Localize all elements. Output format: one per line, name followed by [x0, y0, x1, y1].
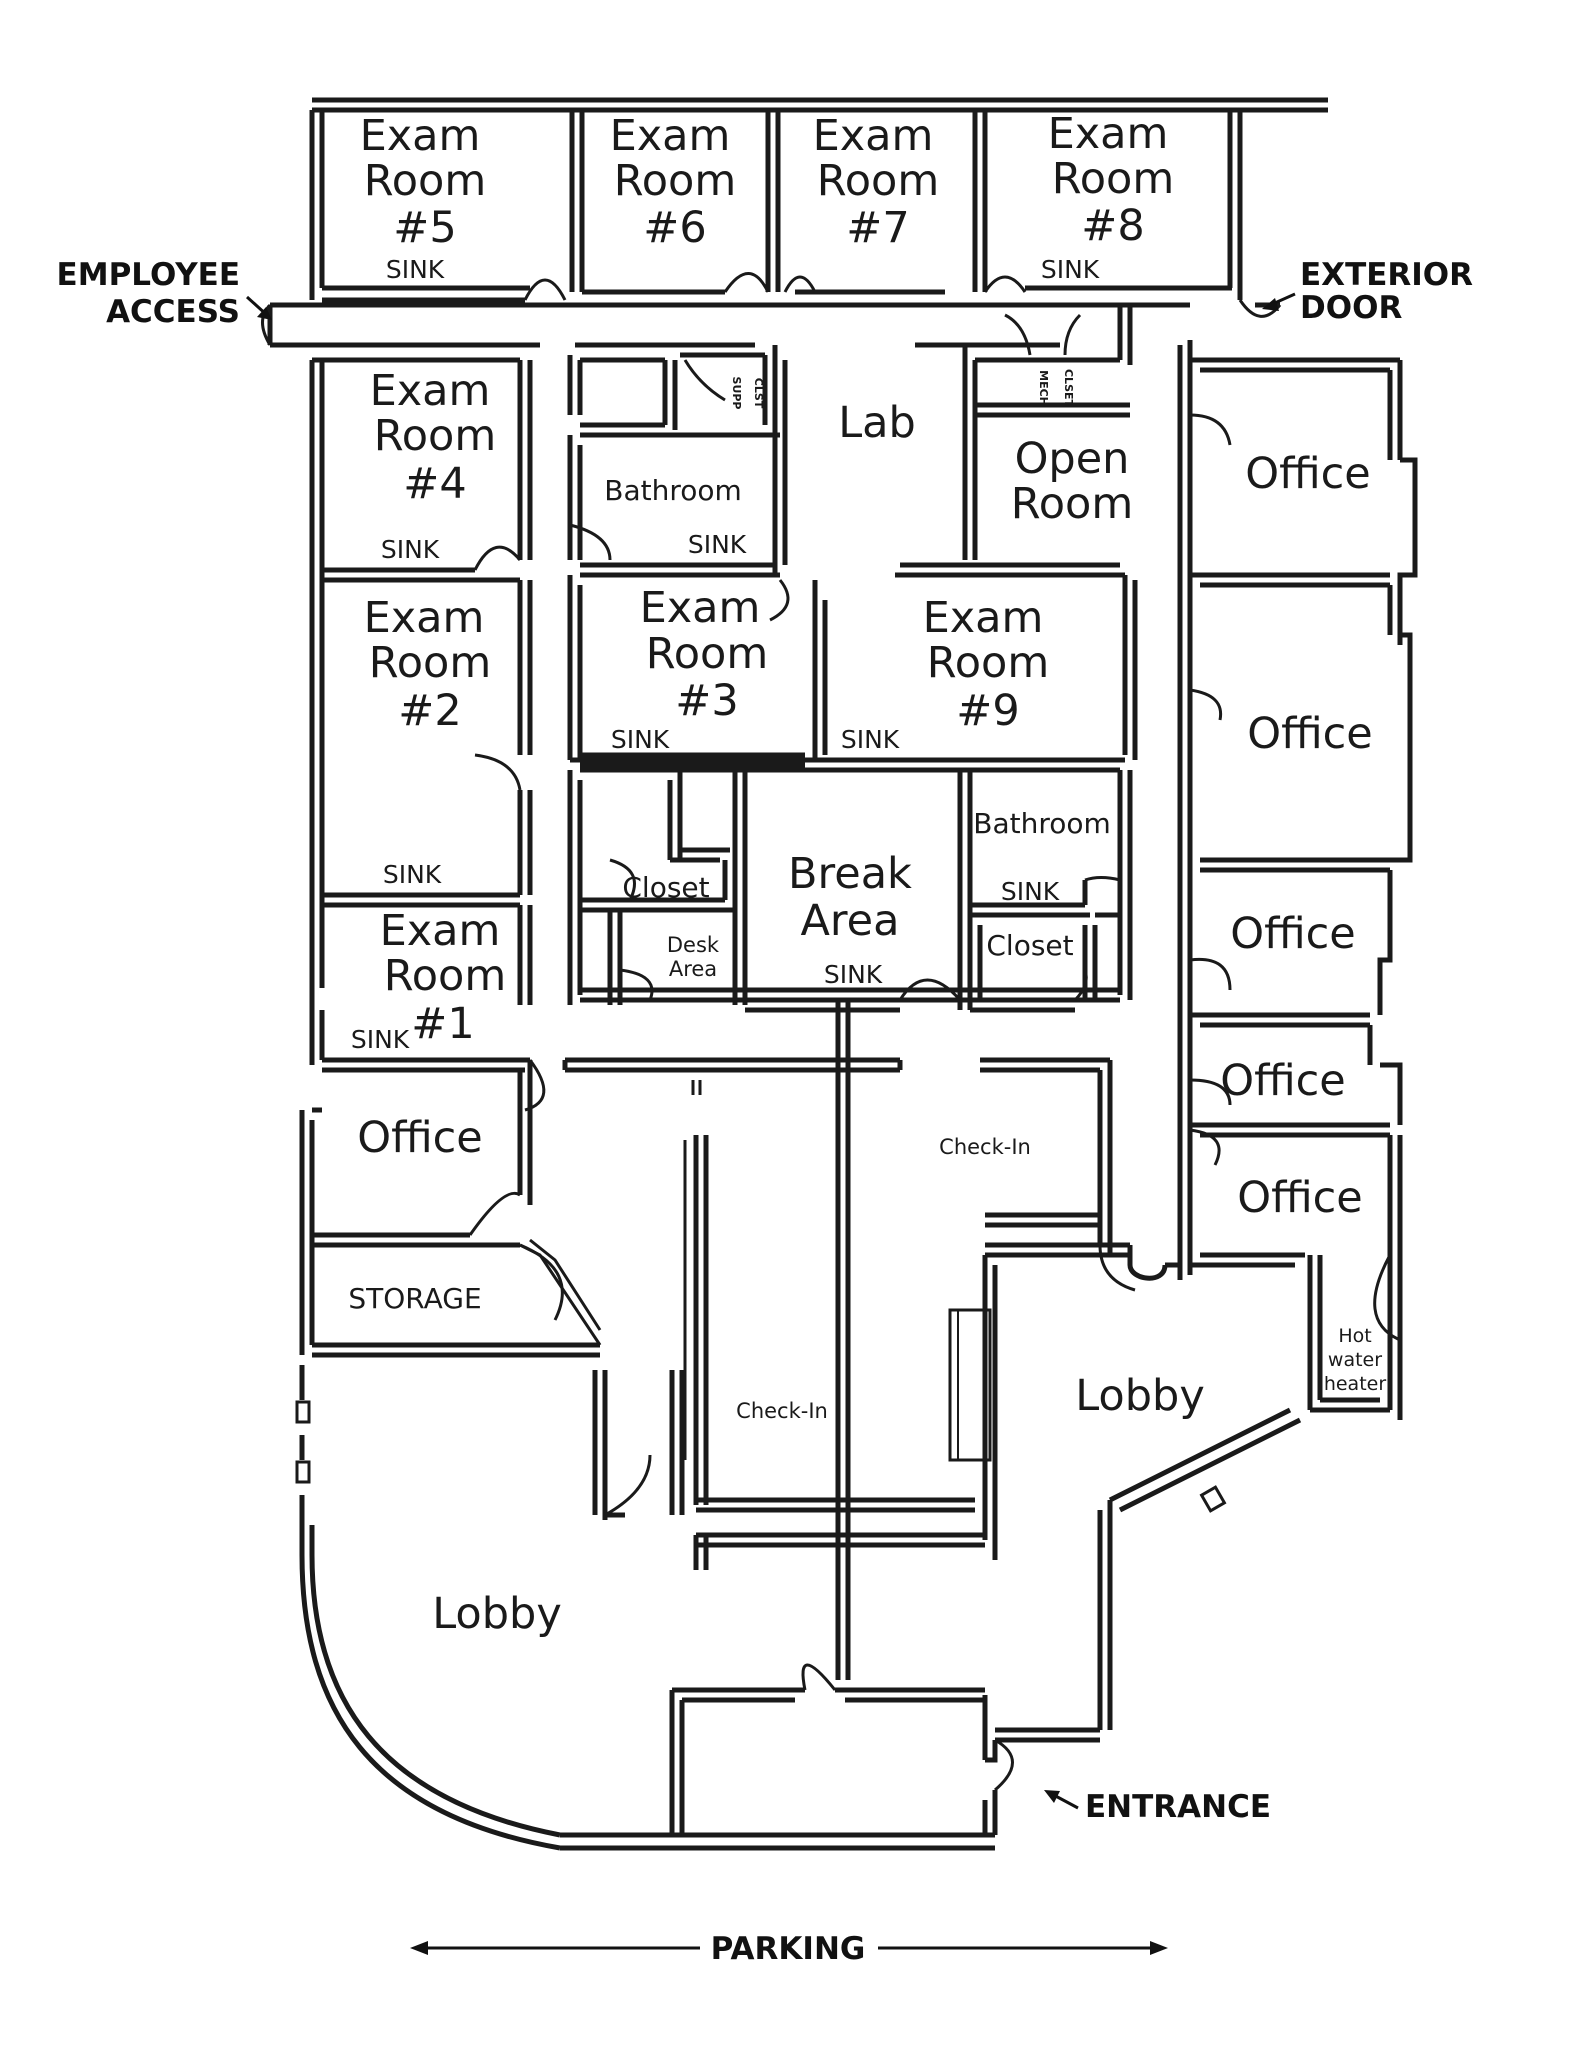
exam-room-4-label-1: Exam [370, 366, 491, 416]
employee-access-label-1: EMPLOYEE [57, 257, 240, 293]
callouts: EMPLOYEE ACCESS EXTERIOR DOOR ENTRANCE P… [57, 257, 1474, 1967]
exam-room-3-label-1: Exam [640, 583, 761, 633]
hot-water-heater-label-1: Hot [1338, 1325, 1371, 1347]
exam-room-8-label-3: #8 [1081, 201, 1144, 251]
open-room-label-2: Room [1011, 479, 1133, 529]
bathroom-upper-sink: SINK [688, 530, 747, 559]
desk-area-label-1: Desk [667, 933, 720, 957]
bathroom-upper-label: Bathroom [604, 474, 742, 507]
exam-room-1-label-2: Room [384, 951, 506, 1001]
exam-room-9-label-1: Exam [923, 593, 1044, 643]
exam-room-6-label-3: #6 [643, 203, 706, 253]
check-in-upper-label: Check-In [939, 1135, 1031, 1159]
exam-room-2-label-3: #2 [398, 686, 461, 736]
supply-closet-label-1: SUPP [730, 377, 743, 410]
fixtures [295, 1400, 1227, 1513]
exam-room-9-sink: SINK [841, 725, 900, 754]
open-room-label-1: Open [1015, 434, 1130, 484]
employee-access-label-2: ACCESS [106, 294, 240, 330]
exam-room-2-sink: SINK [383, 860, 442, 889]
exam-room-6-label-1: Exam [610, 111, 731, 161]
lobby-left-label: Lobby [432, 1589, 562, 1639]
exam-room-5-label-1: Exam [360, 111, 481, 161]
entrance-label: ENTRANCE [1085, 1789, 1271, 1825]
check-in-lower-label: Check-In [736, 1399, 828, 1423]
exam-room-3-label-2: Room [646, 629, 768, 679]
exam-room-6-label-2: Room [614, 156, 736, 206]
bathroom-lower-sink: SINK [1001, 877, 1060, 906]
room-labels: Exam Room #5 SINK Exam Room #6 Exam Room… [348, 109, 1386, 1639]
office-right-1-label: Office [1245, 449, 1371, 499]
office-right-2-label: Office [1247, 709, 1373, 759]
mech-closet-label-2: CLSET [1062, 369, 1075, 408]
door-swings [261, 272, 1401, 1792]
exam-room-9-label-2: Room [927, 638, 1049, 688]
hot-water-heater-label-3: heater [1324, 1373, 1387, 1395]
closet-left-label: Closet [622, 871, 709, 904]
exam-room-1-label-3: #1 [411, 999, 474, 1049]
exam-room-4-sink: SINK [381, 535, 440, 564]
exam-room-5-label-2: Room [364, 156, 486, 206]
exam-room-7-label-2: Room [817, 156, 939, 206]
hot-water-heater-label-2: water [1328, 1349, 1382, 1371]
exam-room-1-sink: SINK [351, 1025, 410, 1054]
office-right-3-label: Office [1230, 909, 1356, 959]
mech-closet-label-1: MECH [1037, 370, 1050, 406]
office-right-4-label: Office [1220, 1056, 1346, 1106]
desk-area-label-2: Area [669, 957, 717, 981]
break-area-label-2: Area [801, 896, 900, 946]
exam-room-8-sink: SINK [1041, 255, 1100, 284]
storage-label: STORAGE [348, 1282, 481, 1315]
break-area-sink: SINK [824, 960, 883, 989]
exam-room-3-sink: SINK [611, 725, 670, 754]
exam-room-9-label-3: #9 [956, 686, 1019, 736]
exam-room-7-label-1: Exam [813, 111, 934, 161]
supply-closet-label-2: CLST [752, 378, 765, 409]
exam-room-4-label-3: #4 [403, 459, 466, 509]
exam-room-8-label-2: Room [1052, 154, 1174, 204]
exam-room-8-label-1: Exam [1048, 109, 1169, 159]
exam-room-2-label-2: Room [369, 638, 491, 688]
exam-room-2-label-1: Exam [364, 593, 485, 643]
office-left-label: Office [357, 1113, 483, 1163]
closet-right-label: Closet [986, 929, 1073, 962]
exam-room-1-label-1: Exam [380, 906, 501, 956]
bathroom-lower-label: Bathroom [973, 807, 1111, 840]
lab-label: Lab [838, 398, 916, 448]
exam-room-5-label-3: #5 [393, 203, 456, 253]
exam-room-7-label-3: #7 [846, 203, 909, 253]
exam-room-3-label-3: #3 [675, 676, 738, 726]
lobby-right-label: Lobby [1075, 1371, 1205, 1421]
parking-label: PARKING [711, 1931, 866, 1967]
exam-room-4-label-2: Room [374, 411, 496, 461]
exterior-door-label-1: EXTERIOR [1300, 257, 1473, 293]
office-right-5-label: Office [1237, 1173, 1363, 1223]
exterior-door-label-2: DOOR [1300, 290, 1402, 326]
break-area-label-1: Break [788, 849, 912, 899]
exam-room-5-sink: SINK [386, 255, 445, 284]
